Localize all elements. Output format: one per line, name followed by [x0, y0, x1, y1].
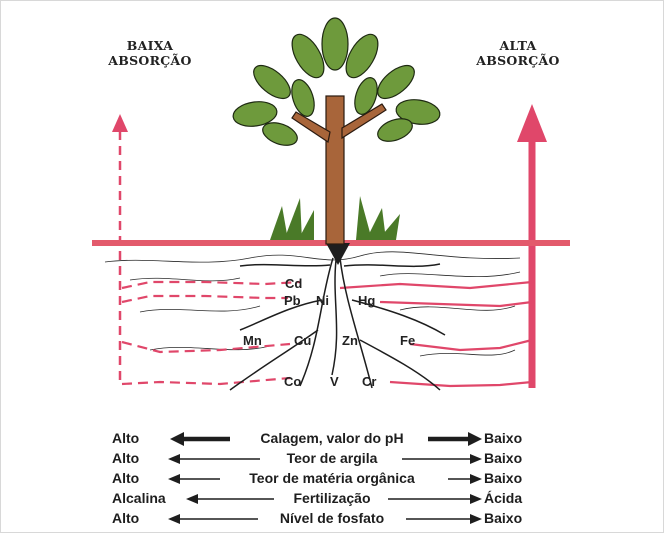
element-pb: Pb [284, 293, 301, 308]
root-base [326, 243, 350, 265]
factor-row: Alto Teor de argila Baixo [112, 450, 552, 470]
element-mn: Mn [243, 333, 262, 348]
element-hg: Hg [358, 293, 375, 308]
factor-right: Baixo [484, 510, 522, 526]
factor-row: Alto Teor de matéria orgânica Baixo [112, 470, 552, 490]
low-levels [122, 282, 300, 384]
element-cd: Cd [285, 276, 302, 291]
factor-left: Alto [112, 470, 139, 486]
factor-right: Baixo [484, 470, 522, 486]
element-co: Co [284, 374, 301, 389]
element-v: V [330, 374, 339, 389]
factor-right: Baixo [484, 450, 522, 466]
element-cr: Cr [362, 374, 376, 389]
factor-label: Nível de fosfato [280, 510, 384, 526]
factor-label: Calagem, valor do pH [260, 430, 403, 446]
factor-label: Fertilização [293, 490, 370, 506]
low-absorption-arrow [112, 114, 128, 380]
factor-label: Teor de matéria orgânica [249, 470, 414, 486]
factor-right: Baixo [484, 430, 522, 446]
factor-left: Alto [112, 450, 139, 466]
factor-label: Teor de argila [287, 450, 378, 466]
factor-row: Alto Calagem, valor do pH Baixo [112, 430, 552, 450]
element-ni: Ni [316, 293, 329, 308]
factor-left: Alto [112, 430, 139, 446]
element-cu: Cu [294, 333, 311, 348]
tree-trunk [326, 96, 344, 244]
factor-left: Alcalina [112, 490, 166, 506]
roots [230, 258, 445, 390]
element-zn: Zn [342, 333, 358, 348]
factor-left: Alto [112, 510, 139, 526]
element-fe: Fe [400, 333, 415, 348]
factor-row: Alto Nível de fosfato Baixo [112, 510, 552, 530]
factor-right: Ácida [484, 490, 522, 506]
factor-row: Alcalina Fertilização Ácida [112, 490, 552, 510]
